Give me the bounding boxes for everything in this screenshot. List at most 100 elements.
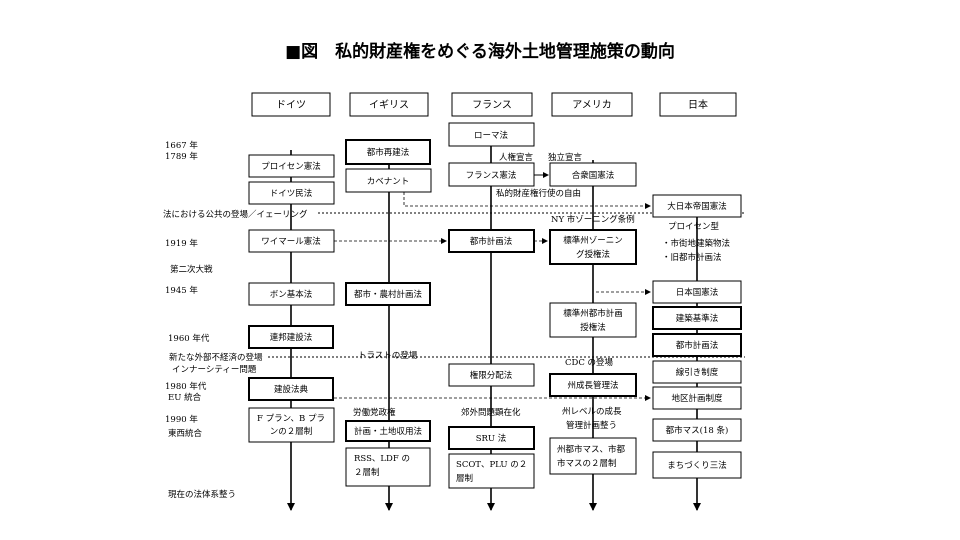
japan-building-std-box — [652, 306, 742, 330]
germany-fb-plan-box — [248, 407, 335, 443]
germany-building-code-box — [248, 377, 334, 401]
france-scot-1: SCOT、PLU の２ — [456, 460, 527, 470]
label-public-interest: 法における公共の登場／イェーリング — [163, 209, 308, 220]
header-uk-box — [349, 92, 429, 117]
header-japan: 日本 — [688, 98, 708, 111]
japan-old-urban: ・旧都市計画法 — [662, 252, 722, 263]
label-reunification: 東西統合 — [168, 428, 203, 439]
japan-urban-plan: 都市計画法 — [676, 340, 719, 351]
germany-fb-plan-1: F プラン、B プラ — [257, 414, 325, 424]
usa-state-growth-2: 管理計画整う — [566, 420, 617, 431]
france-sru-box — [448, 426, 535, 450]
header-france: フランス — [472, 99, 512, 111]
label-1980s: 1980 年代 — [165, 381, 207, 392]
france-private-property: 私的財産権行使の自由 — [496, 188, 581, 199]
france-scot-2: 層制 — [456, 473, 473, 484]
japan-old-building: ・市街地建築物法 — [662, 238, 730, 249]
usa-const-box — [549, 162, 637, 187]
germany-federal-building-box — [248, 325, 334, 349]
france-roman-law-box — [448, 122, 535, 147]
header-uk: イギリス — [369, 99, 409, 111]
germany-civil-code: ドイツ民法 — [270, 188, 313, 199]
usa-master-2: 市マスの２層制 — [557, 458, 617, 469]
japan-district-plan-box — [652, 386, 742, 410]
header-japan-box — [659, 92, 737, 117]
usa-std-planning-1: 標準州都市計画 — [563, 308, 623, 319]
usa-state-growth-1: 州レベルの成長 — [562, 406, 622, 417]
usa-std-zoning-box — [549, 229, 637, 265]
germany-building-code: 建設法典 — [274, 384, 309, 395]
usa-master-1: 州都市マス、市都 — [557, 444, 626, 455]
usa-const: 合衆国憲法 — [572, 170, 615, 181]
label-externality: 新たな外部不経済の登場 — [169, 352, 263, 363]
diagram-title: ■図 私的財産権をめぐる海外土地管理施策の動向 — [285, 41, 675, 62]
uk-land-use: 計画・土地収用法 — [354, 426, 422, 437]
uk-land-use-box — [345, 420, 431, 442]
country-headers: ドイツ イギリス フランス アメリカ 日本 — [251, 92, 737, 117]
arrow-uk-japan-meiji — [403, 192, 651, 209]
germany-fb-plan-2: ンの２層制 — [270, 426, 313, 437]
france-urban-plan: 都市計画法 — [470, 236, 513, 247]
germany-weimar: ワイマール憲法 — [261, 236, 321, 247]
uk-trust: トラストの登場 — [358, 350, 418, 361]
germany-prussia-const: プロイセン憲法 — [261, 161, 321, 172]
header-germany-box — [251, 92, 331, 117]
germany-basic-law-box — [248, 282, 335, 306]
label-1960s: 1960 年代 — [168, 333, 210, 344]
usa-growth-mgmt: 州成長管理法 — [567, 380, 618, 391]
usa-column: 独立宣言 合衆国憲法 NY 市ゾーニング条例 標準州ゾーニン グ授権法 標準州都… — [548, 152, 637, 475]
uk-covenant: カベナント — [367, 177, 410, 187]
japan-machizukuri: まちづくり三法 — [667, 460, 727, 471]
japan-meiji-const-box — [652, 194, 742, 218]
france-const: フランス憲法 — [466, 170, 517, 181]
france-column: ローマ法 人権宣言 フランス憲法 私的財産権行使の自由 都市計画法 権限分配法 … — [448, 122, 581, 489]
uk-rss-box — [345, 447, 431, 487]
label-eu: EU 統合 — [168, 392, 202, 403]
japan-urban-plan-box — [652, 333, 742, 357]
label-1789: 1789 年 — [165, 151, 198, 162]
germany-civil-box — [248, 181, 335, 205]
usa-master-box — [549, 437, 637, 475]
japan-prussian: プロイセン型 — [668, 222, 720, 232]
influence-arrows — [334, 172, 651, 401]
japan-const-box — [652, 280, 742, 304]
usa-std-planning-2: 授権法 — [580, 322, 606, 333]
japan-const: 日本国憲法 — [676, 287, 719, 298]
header-usa-box — [551, 92, 633, 117]
japan-column: 大日本帝国憲法 プロイセン型 ・市街地建築物法 ・旧都市計画法 日本国憲法 建築… — [652, 194, 742, 479]
japan-zoning-line-box — [652, 360, 742, 384]
france-roman-law: ローマ法 — [474, 130, 508, 141]
japan-master-plan: 都市マス(18 条) — [666, 425, 729, 436]
label-1990: 1990 年 — [165, 414, 198, 425]
uk-covenant-box — [345, 168, 432, 193]
label-1919: 1919 年 — [165, 238, 198, 249]
uk-town-country: 都市・農村計画法 — [354, 289, 422, 300]
uk-rss-1: RSS、LDF の — [354, 454, 410, 464]
uk-urban-rebuild-box — [345, 139, 431, 165]
label-ww2: 第二次大戦 — [170, 264, 213, 275]
germany-basic-law: ボン基本法 — [270, 289, 313, 300]
france-power-dist: 権限分配法 — [470, 370, 513, 381]
usa-growth-mgmt-box — [549, 373, 637, 397]
usa-ny-zoning: NY 市ゾーニング条例 — [551, 214, 635, 225]
uk-column: 都市再建法 カベナント 都市・農村計画法 トラストの登場 労働党政権 計画・土地… — [345, 139, 432, 487]
label-1945: 1945 年 — [165, 285, 198, 296]
germany-column: プロイセン憲法 ドイツ民法 ワイマール憲法 ボン基本法 連邦建設法 建設法典 F… — [248, 154, 335, 443]
uk-urban-rebuild: 都市再建法 — [367, 147, 410, 158]
header-germany: ドイツ — [276, 100, 306, 111]
header-usa: アメリカ — [572, 99, 612, 111]
label-inner-city: インナーシティー問題 — [172, 365, 257, 375]
germany-federal-building: 連邦建設法 — [270, 332, 313, 343]
france-power-dist-box — [448, 363, 535, 387]
usa-std-planning-box — [549, 302, 637, 338]
france-suburban: 郊外問題顕在化 — [461, 407, 521, 418]
label-1667: 1667 年 — [165, 140, 198, 151]
uk-town-country-box — [345, 282, 431, 306]
france-rights-decl: 人権宣言 — [499, 152, 534, 163]
france-sru: SRU 法 — [476, 433, 507, 444]
usa-independence: 独立宣言 — [548, 152, 583, 163]
germany-prussia-box — [248, 154, 335, 178]
japan-master-plan-box — [652, 418, 742, 442]
header-france-box — [451, 92, 533, 117]
